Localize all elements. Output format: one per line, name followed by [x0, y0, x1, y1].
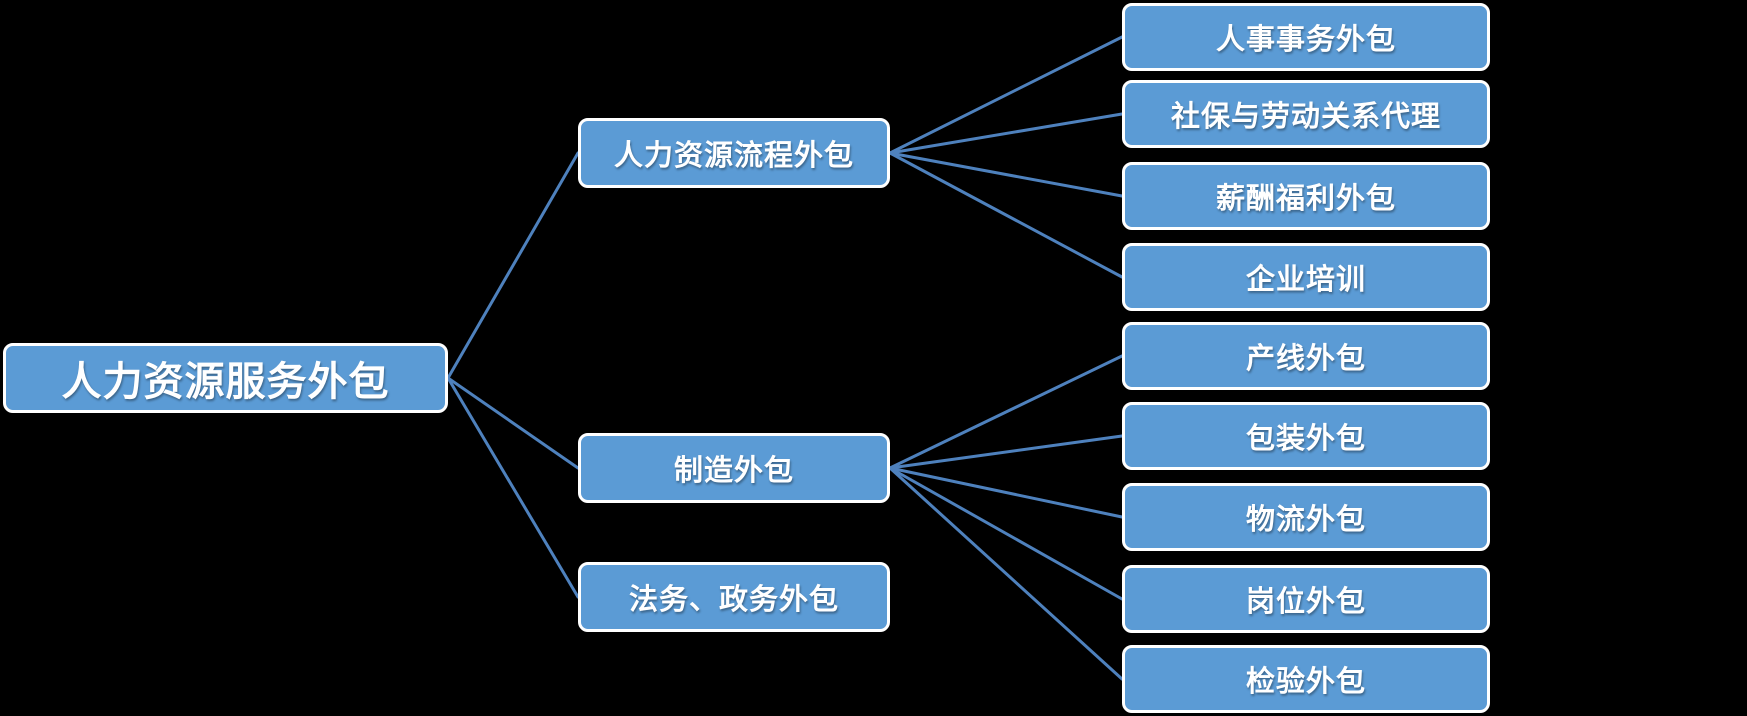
leaf-node-payroll-benefits-outsourcing: 薪酬福利外包 [1122, 162, 1490, 230]
connector-root-hr-process [446, 151, 580, 380]
connector-hrprocess-personnel [888, 35, 1124, 155]
leaf-node-logistics-outsourcing: 物流外包 [1122, 483, 1490, 551]
leaf-node-position-outsourcing: 岗位外包 [1122, 565, 1490, 633]
root-node-hr-service-outsourcing: 人力资源服务外包 [3, 343, 448, 413]
connector-manufacturing-logistics [888, 466, 1124, 519]
branch-node-hr-process-outsourcing: 人力资源流程外包 [578, 118, 890, 188]
leaf-node-production-line-outsourcing: 产线外包 [1122, 322, 1490, 390]
leaf-node-corporate-training: 企业培训 [1122, 243, 1490, 311]
connector-manufacturing-productionline [888, 354, 1124, 470]
connector-root-manufacturing [446, 376, 580, 470]
connector-hrprocess-payroll [888, 151, 1124, 198]
connector-root-legal [446, 376, 580, 599]
connector-manufacturing-inspection [888, 466, 1124, 681]
connector-manufacturing-position [888, 466, 1124, 601]
branch-node-legal-government-outsourcing: 法务、政务外包 [578, 562, 890, 632]
leaf-node-personnel-affairs-outsourcing: 人事事务外包 [1122, 3, 1490, 71]
leaf-node-social-security-labor-relations-agency: 社保与劳动关系代理 [1122, 80, 1490, 148]
leaf-node-packaging-outsourcing: 包装外包 [1122, 402, 1490, 470]
connector-hrprocess-socialsecurity [888, 112, 1124, 155]
leaf-node-inspection-outsourcing: 检验外包 [1122, 645, 1490, 713]
connector-manufacturing-packaging [888, 434, 1124, 470]
branch-node-manufacturing-outsourcing: 制造外包 [578, 433, 890, 503]
connector-hrprocess-training [888, 151, 1124, 279]
